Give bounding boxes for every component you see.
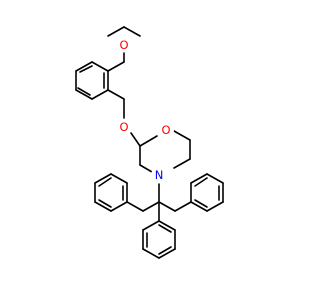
ether-oxygen-label: O [119, 120, 128, 134]
benzyl-benzene-ring [75, 61, 109, 100]
ethyl-group-bonds [107, 26, 141, 37]
trityl-left-phenyl-ring [94, 173, 160, 212]
trityl-bottom-phenyl-ring [142, 201, 176, 259]
ethoxy-aryl-bond [107, 61, 125, 72]
ring-nitrogen-label: N [155, 168, 164, 182]
ether-morpholine-bond [130, 132, 141, 147]
ring-oxygen-label: O [161, 123, 170, 137]
ring-oxygen-atom: O [158, 122, 174, 138]
trityl-right-phenyl-ring [158, 173, 224, 212]
ether-oxygen-atom: O [116, 119, 132, 135]
morpholine-ring [139, 130, 191, 173]
molecule-structure-diagram: O O O N [75, 26, 224, 259]
ethoxy-oxygen-label: O [119, 38, 128, 52]
ring-nitrogen-atom: N [151, 167, 167, 183]
ethoxy-oxygen-atom: O [116, 37, 132, 63]
benzyl-ether-linker-bonds [107, 89, 125, 119]
